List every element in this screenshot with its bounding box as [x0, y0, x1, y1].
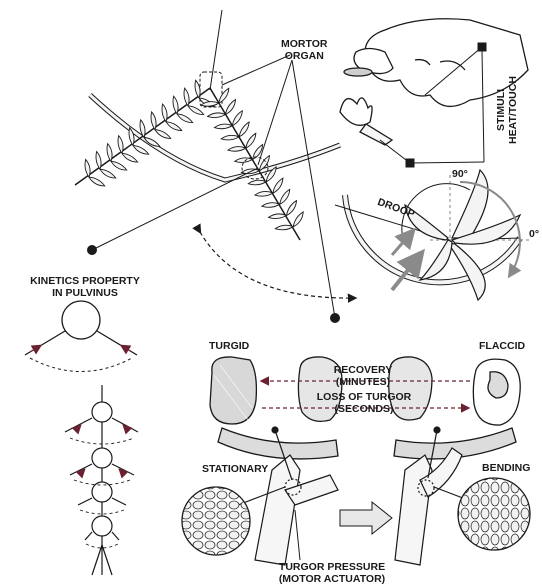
pulvinus-arc-bands [218, 428, 516, 459]
recovery-label: RECOVERY (MINUTES) [318, 364, 408, 388]
leaflet [207, 112, 225, 118]
leaflet [255, 191, 273, 197]
leaflet [187, 104, 205, 117]
leaflet [217, 87, 231, 104]
leaflet [165, 120, 183, 133]
recovery-label-line2: (MINUTES) [318, 376, 408, 388]
curved-dashed-arrow [200, 232, 355, 298]
turgor-pressure-label-line2: (MOTOR ACTUATOR) [252, 573, 412, 585]
motor-organ-label-line2: ORGAN [281, 50, 327, 62]
leaflet [176, 112, 194, 125]
turgor-pointer [295, 510, 300, 560]
kinetics-label-line2: IN PULVINUS [10, 287, 160, 299]
stationary-label: STATIONARY [202, 463, 268, 475]
turgor-pressure-label: TURGOR PRESSURE (MOTOR ACTUATOR) [252, 561, 412, 585]
leaflet [99, 167, 117, 180]
leaflet [271, 177, 285, 194]
stationary-cell-closeup [182, 487, 250, 555]
leaflet [244, 132, 258, 149]
kinetics-label-line1: KINETICS PROPERTY [10, 275, 160, 287]
leaflet [228, 146, 246, 152]
leaflet [224, 98, 238, 115]
stimuli-label-line1: STIMULI [495, 75, 507, 145]
motor-organ-label: MORTOR ORGAN [281, 38, 327, 62]
leaflet [237, 121, 251, 138]
chain-node-diagram [65, 385, 138, 575]
kinetics-node-diagram [25, 301, 137, 372]
turgid-label: TURGID [209, 340, 249, 352]
leaflet [231, 110, 245, 127]
droop-diagram [335, 170, 530, 300]
angle-90-label: 90° [452, 168, 468, 180]
loss-label-line2: (SECONDS) [304, 403, 424, 415]
loss-label: LOSS OF TURGOR (SECONDS) [304, 391, 424, 415]
process-arrow-icon [340, 502, 392, 534]
leaflet [121, 152, 139, 165]
leaflet [292, 211, 306, 228]
motor-organ-label-line1: MORTOR [281, 38, 327, 50]
leaflet [278, 188, 292, 205]
bending-cell-closeup [458, 478, 530, 550]
stimuli-label-line2: HEAT/TOUCH [507, 75, 519, 145]
leaflet [88, 175, 106, 188]
leaflet [221, 134, 239, 140]
leaflet [132, 144, 150, 157]
bending-label: BENDING [482, 462, 530, 474]
leaflet [214, 123, 232, 129]
recovery-label-line1: RECOVERY [318, 364, 408, 376]
leaflet [110, 160, 128, 173]
leaflet [248, 179, 266, 185]
flaccid-label: FLACCID [479, 340, 525, 352]
leaflet [285, 199, 299, 216]
turgor-pressure-label-line1: TURGOR PRESSURE [252, 561, 412, 573]
loss-label-line1: LOSS OF TURGOR [304, 391, 424, 403]
kinetics-label: KINETICS PROPERTY IN PULVINUS [10, 275, 160, 299]
angle-0-label: 0° [529, 228, 539, 240]
leaflet [154, 128, 172, 141]
